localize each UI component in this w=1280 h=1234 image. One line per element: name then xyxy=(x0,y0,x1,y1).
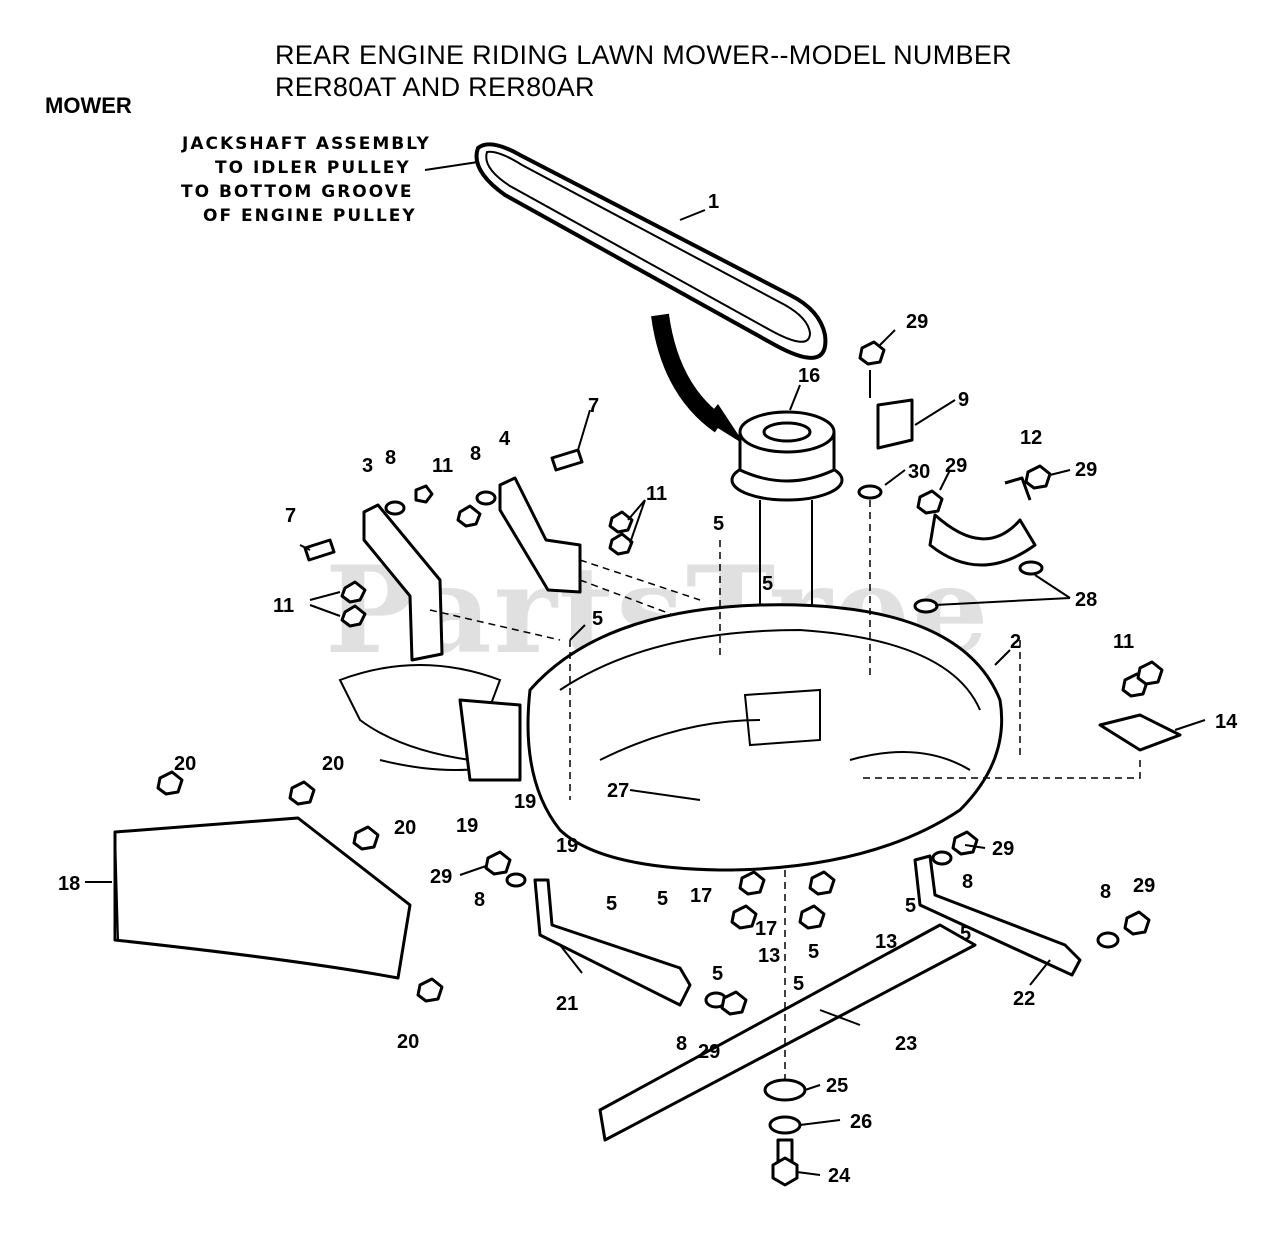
pulley-part xyxy=(730,410,844,650)
left-bracket-part xyxy=(303,484,444,662)
callout-14: 14 xyxy=(1215,711,1238,733)
callout-8c: 8 xyxy=(474,889,485,911)
idler-bracket-part xyxy=(857,340,914,500)
callout-5i: 5 xyxy=(905,895,916,917)
callout-13a: 13 xyxy=(758,945,780,967)
right-link-part xyxy=(913,830,1151,977)
callout-12: 12 xyxy=(1020,427,1042,449)
left-link-part xyxy=(484,850,748,1016)
callout-21: 21 xyxy=(556,993,578,1015)
callout-16: 16 xyxy=(798,365,820,387)
callout-5g: 5 xyxy=(808,941,819,963)
callout-11b: 11 xyxy=(646,483,667,505)
nuts-17 xyxy=(730,870,836,930)
callout-29d: 29 xyxy=(430,866,452,888)
callout-25: 25 xyxy=(826,1075,848,1097)
callout-18: 18 xyxy=(58,873,80,895)
callout-23: 23 xyxy=(895,1033,917,1055)
callout-27: 27 xyxy=(607,780,629,802)
callout-2: 2 xyxy=(1010,631,1021,653)
callout-7a: 7 xyxy=(588,395,599,417)
callout-1: 1 xyxy=(708,191,719,213)
callout-8f: 8 xyxy=(1100,881,1111,903)
callout-5b: 5 xyxy=(762,573,773,595)
callout-24: 24 xyxy=(828,1165,851,1187)
callout-30: 30 xyxy=(908,461,930,483)
callout-20c: 20 xyxy=(394,817,416,839)
mower-deck-part xyxy=(338,603,1004,872)
callout-5d: 5 xyxy=(606,893,617,915)
callout-29e: 29 xyxy=(992,838,1014,860)
middle-bracket-part xyxy=(429,448,741,641)
callout-9: 9 xyxy=(958,389,969,411)
callout-29c: 29 xyxy=(1075,459,1097,481)
callout-28: 28 xyxy=(1075,589,1097,611)
callout-11c: 11 xyxy=(273,595,294,617)
callout-17a: 17 xyxy=(690,885,712,907)
section-label: MOWER xyxy=(45,93,132,118)
assembly-lines xyxy=(569,500,1021,800)
callout-19a: 19 xyxy=(514,791,536,813)
callout-20b: 20 xyxy=(322,753,344,775)
leader-lines xyxy=(85,209,1206,1176)
chute-part xyxy=(113,698,522,1003)
callout-5h: 5 xyxy=(793,973,804,995)
callout-17b: 17 xyxy=(755,918,777,940)
callout-5f: 5 xyxy=(712,963,723,985)
callout-11d: 11 xyxy=(1113,631,1134,653)
callout-22: 22 xyxy=(1013,988,1035,1010)
belt-part xyxy=(424,142,828,360)
blade-part xyxy=(598,870,977,1187)
hinge-part xyxy=(860,660,1182,779)
callout-8d: 8 xyxy=(676,1033,687,1055)
belt-note-line-2: TO IDLER PULLEY xyxy=(215,158,411,178)
callout-20a: 20 xyxy=(174,753,196,775)
callout-29a: 29 xyxy=(906,311,928,333)
callout-5j: 5 xyxy=(960,923,971,945)
belt-note-line-1: JACKSHAFT ASSEMBLY xyxy=(182,134,431,154)
callout-8e: 8 xyxy=(962,871,973,893)
belt-to-pulley-arrow xyxy=(651,313,745,445)
callout-19b: 19 xyxy=(456,815,478,837)
callout-5a: 5 xyxy=(713,513,724,535)
belt-note-line-4: OF ENGINE PULLEY xyxy=(203,206,417,226)
callout-3: 3 xyxy=(362,455,373,477)
belt-guard-part xyxy=(913,464,1052,614)
callout-19c: 19 xyxy=(556,835,578,857)
callout-26: 26 xyxy=(850,1111,872,1133)
callout-8a: 8 xyxy=(385,447,396,469)
callout-5c: 5 xyxy=(592,608,603,630)
callout-29g: 29 xyxy=(698,1041,720,1063)
callout-4: 4 xyxy=(499,428,511,450)
diagram-title-line-2: RER80AT AND RER80AR xyxy=(275,72,595,102)
callout-7b: 7 xyxy=(285,505,296,527)
callout-8b: 8 xyxy=(470,443,481,465)
callout-5e: 5 xyxy=(657,888,668,910)
callout-29f: 29 xyxy=(1133,875,1155,897)
callout-11a: 11 xyxy=(432,455,453,477)
callout-13b: 13 xyxy=(875,931,897,953)
belt-note-line-3: TO BOTTOM GROOVE xyxy=(181,182,414,202)
callout-29b: 29 xyxy=(945,455,967,477)
diagram-title-line-1: REAR ENGINE RIDING LAWN MOWER--MODEL NUM… xyxy=(275,40,1012,70)
callout-20d: 20 xyxy=(397,1031,419,1053)
